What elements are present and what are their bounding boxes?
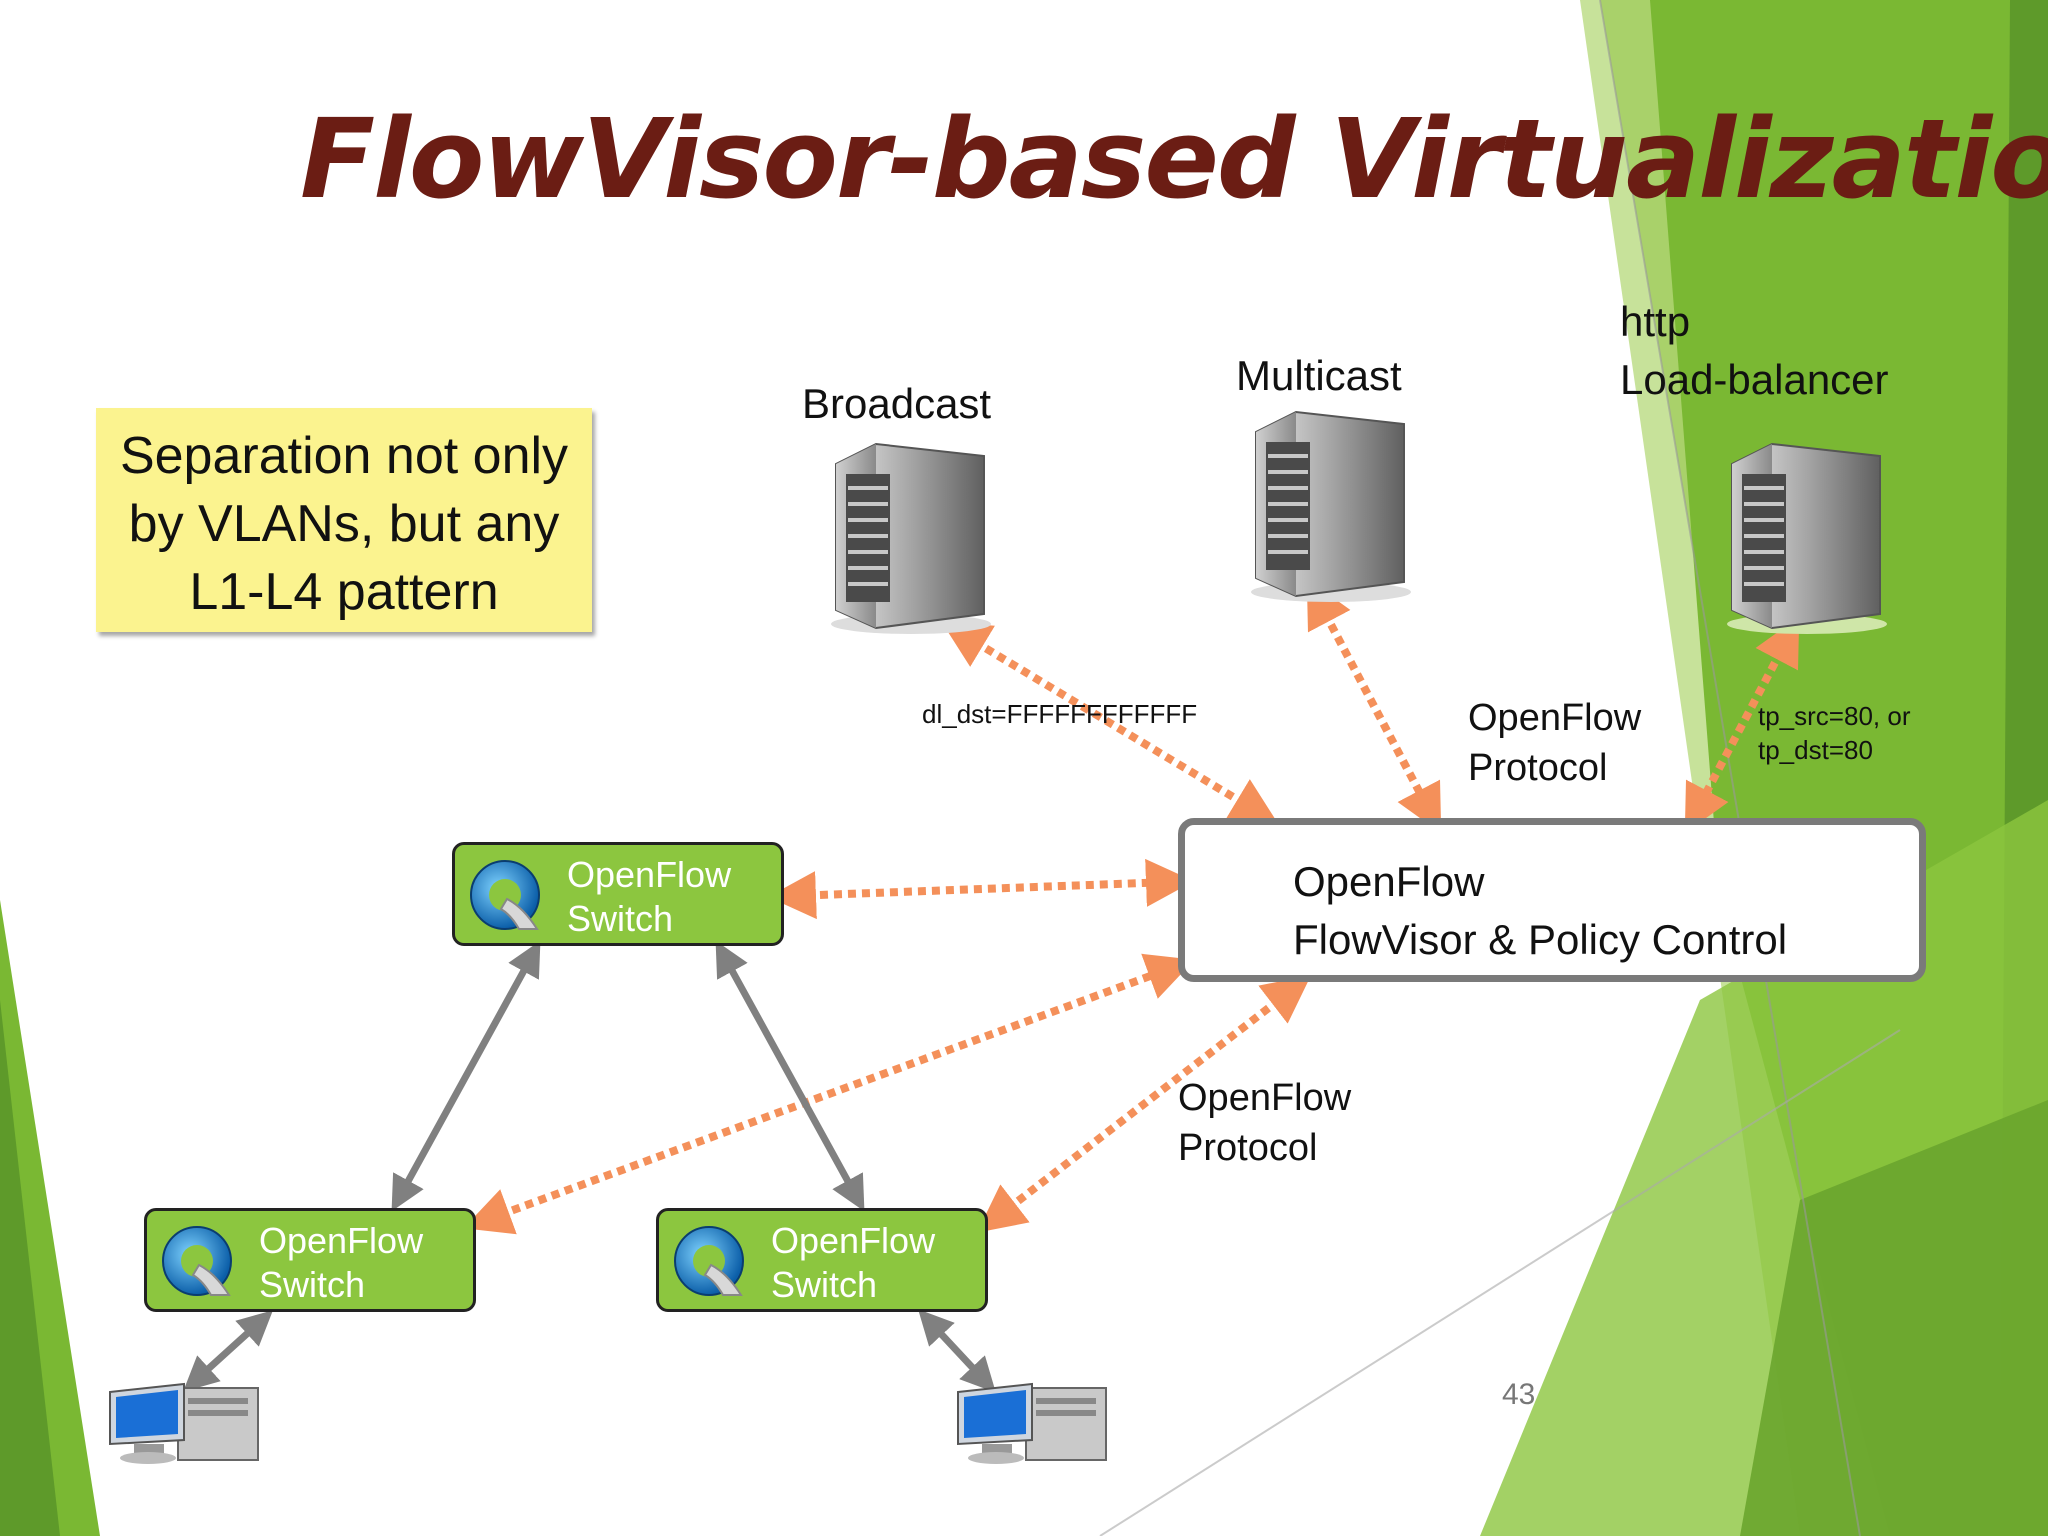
dl-dst-label: dl_dst=FFFFFFFFFFFF xyxy=(922,699,1198,729)
openflow-switch-bottom-right: OpenFlow Switch xyxy=(656,1208,988,1312)
server-icon xyxy=(1727,442,1887,634)
switch-logo-icon xyxy=(162,1226,232,1296)
server-icon xyxy=(831,442,991,634)
switch-label-line-1: OpenFlow xyxy=(259,1220,424,1261)
of-protocol-bottom-line1: OpenFlow xyxy=(1178,1077,1352,1119)
server-icon xyxy=(1251,410,1411,602)
controller-line-2: FlowVisor & Policy Control xyxy=(1293,916,1788,963)
note-box: Separation not only by VLANs, but any L1… xyxy=(96,408,592,632)
openflow-switch-top: OpenFlow Switch xyxy=(452,842,784,946)
link-switch2-host xyxy=(183,1310,273,1392)
http-label-line1: http xyxy=(1620,298,1691,345)
switch-label: OpenFlow Switch xyxy=(567,853,731,941)
switch-label: OpenFlow Switch xyxy=(259,1219,423,1307)
of-protocol-bottom-line2: Protocol xyxy=(1178,1127,1318,1169)
link-switch1-switch2 xyxy=(391,940,541,1212)
tp-label-line2: tp_dst=80 xyxy=(1758,735,1873,765)
arrow-switch2-controller xyxy=(463,953,1195,1235)
multicast-label: Multicast xyxy=(1236,352,1402,399)
of-protocol-top-line1: OpenFlow xyxy=(1468,697,1642,739)
link-switch1-switch3 xyxy=(715,940,865,1212)
switch-label-line-2: Switch xyxy=(567,898,674,939)
flowvisor-controller-box: OpenFlow FlowVisor & Policy Control xyxy=(1178,818,1926,982)
page-number: 43 xyxy=(1502,1378,1536,1411)
note-line-3: L1-L4 pattern xyxy=(189,563,499,621)
arrow-broadcast-controller xyxy=(941,621,1279,825)
http-label-line2: Load-balancer xyxy=(1620,356,1889,403)
switch-label-line-1: OpenFlow xyxy=(567,854,732,895)
arrow-switch1-controller xyxy=(768,858,1194,920)
switch-label-line-2: Switch xyxy=(259,1264,366,1305)
controller-text: OpenFlow FlowVisor & Policy Control xyxy=(1293,853,1787,969)
slide-title: FlowVisor-based Virtualization xyxy=(300,95,2048,223)
link-switch3-host xyxy=(918,1309,996,1393)
switch-logo-icon xyxy=(674,1226,744,1296)
openflow-switch-bottom-left: OpenFlow Switch xyxy=(144,1208,476,1312)
switch-label-line-2: Switch xyxy=(771,1264,878,1305)
of-protocol-top-line2: Protocol xyxy=(1468,747,1608,789)
desktop-computer-icon xyxy=(957,1382,1107,1464)
note-line-2: by VLANs, but any xyxy=(128,495,560,553)
broadcast-label: Broadcast xyxy=(802,380,992,427)
desktop-computer-icon xyxy=(109,1382,259,1464)
switch-label: OpenFlow Switch xyxy=(771,1219,935,1307)
switch-logo-icon xyxy=(470,860,540,930)
arrow-multicast-controller xyxy=(1306,578,1442,834)
switch-label-line-1: OpenFlow xyxy=(771,1220,936,1261)
note-line-1: Separation not only xyxy=(119,427,569,485)
controller-line-1: OpenFlow xyxy=(1293,858,1485,905)
tp-label-line1: tp_src=80, or xyxy=(1758,701,1911,731)
arrow-http-controller xyxy=(1684,616,1800,834)
arrow-switch3-controller xyxy=(976,975,1312,1233)
